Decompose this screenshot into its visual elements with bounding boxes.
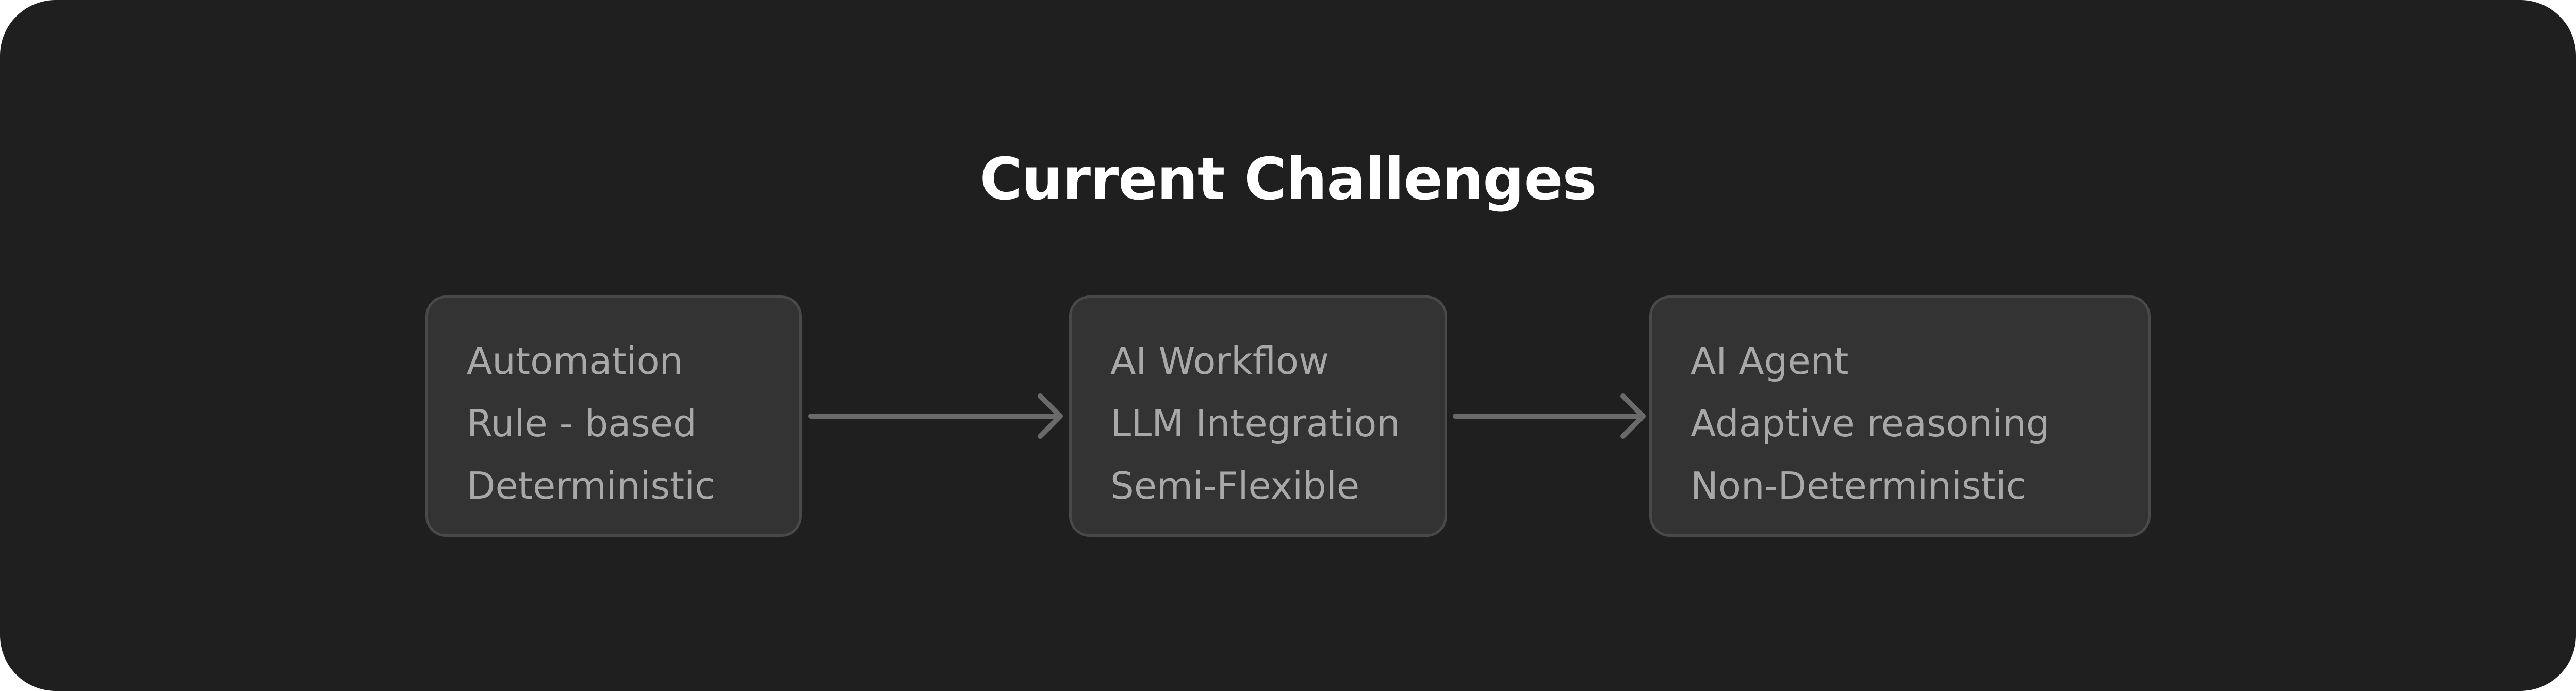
stage-2-line-1: AI Workflow — [1110, 339, 1329, 383]
stage-3-line-2: Adaptive reasoning — [1691, 402, 2050, 445]
arrow-right-icon — [1453, 393, 1646, 439]
stage-box-automation: Automation Rule - based Deterministic — [425, 295, 802, 537]
diagram-title: Current Challenges — [979, 146, 1597, 213]
stage-1-line-1: Automation — [467, 339, 683, 383]
stage-1-line-3: Deterministic — [467, 464, 715, 507]
stage-box-ai-workflow: AI Workflow LLM Integration Semi-Flexibl… — [1069, 295, 1447, 537]
arrow-right-icon — [808, 393, 1063, 439]
stage-2-line-2: LLM Integration — [1110, 402, 1400, 445]
stage-box-ai-agent: AI Agent Adaptive reasoning Non-Determin… — [1649, 295, 2151, 537]
stage-3-line-3: Non-Deterministic — [1691, 464, 2027, 507]
stage-3-line-1: AI Agent — [1691, 339, 1849, 383]
stage-2-line-3: Semi-Flexible — [1110, 464, 1360, 507]
stage-1-line-2: Rule - based — [467, 402, 697, 445]
